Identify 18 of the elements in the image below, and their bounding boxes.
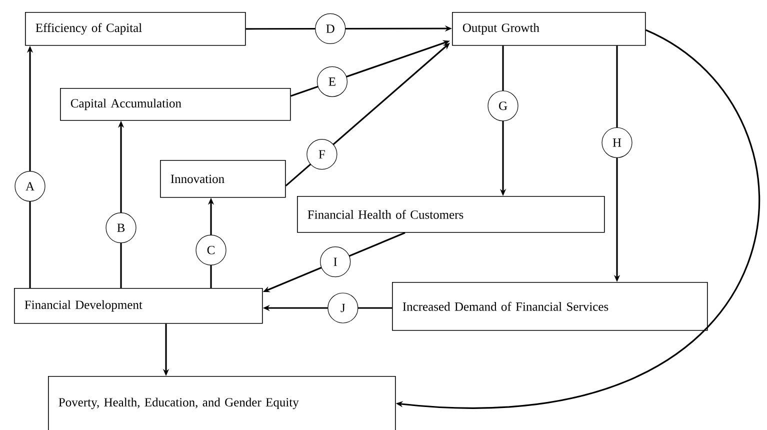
text-box: Output Growth: [452, 12, 646, 46]
edge-label: E: [316, 66, 348, 97]
edge-label: B: [106, 212, 136, 244]
text-box: Capital Accumulation: [60, 88, 291, 121]
edge-label: G: [488, 90, 518, 122]
text-box: Efficiency of Capital: [25, 12, 246, 46]
edge-label: C: [196, 234, 226, 266]
edge-label: H: [602, 127, 632, 158]
text-box: Poverty, Health, Education, and Gender Equity: [48, 376, 396, 430]
edge-label: A: [14, 170, 46, 202]
text-box: Increased Demand of Financial Services: [392, 282, 708, 331]
text-box: Financial Health of Customers: [297, 196, 605, 233]
text-box: Financial Development: [14, 288, 263, 324]
edge-label: D: [315, 13, 346, 44]
edge-label: F: [306, 139, 338, 170]
edge-label: I: [320, 246, 351, 278]
text-box: Innovation: [160, 160, 286, 198]
edge-label: J: [328, 292, 358, 324]
